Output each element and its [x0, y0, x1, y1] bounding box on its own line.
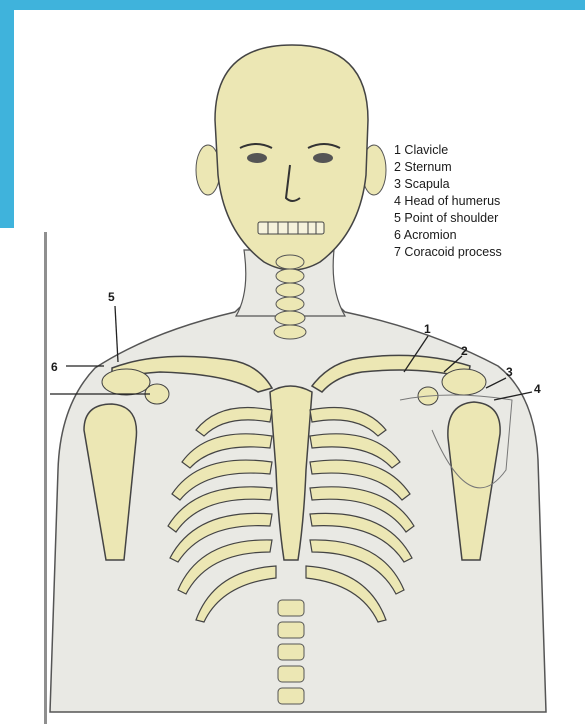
legend-item-coracoid-process: 7 Coracoid process	[394, 244, 502, 261]
head	[215, 45, 368, 270]
legend-item-acromion: 6 Acromion	[394, 227, 502, 244]
callout-4: 4	[534, 382, 541, 396]
teeth	[258, 222, 324, 234]
callout-5: 5	[108, 290, 115, 304]
callout-2: 2	[461, 344, 468, 358]
legend-item-clavicle: 1 Clavicle	[394, 142, 502, 159]
callout-6: 6	[51, 360, 58, 374]
legend-item-scapula: 3 Scapula	[394, 176, 502, 193]
lumbar-spine	[278, 600, 304, 704]
legend-item-sternum: 2 Sternum	[394, 159, 502, 176]
acromion-right	[442, 369, 486, 395]
legend-item-head-of-humerus: 4 Head of humerus	[394, 193, 502, 210]
anatomy-legend: 1 Clavicle 2 Sternum 3 Scapula 4 Head of…	[394, 142, 502, 261]
callout-1: 1	[424, 322, 431, 336]
acromion-left	[102, 369, 150, 395]
callout-3: 3	[506, 365, 513, 379]
legend-item-point-of-shoulder: 5 Point of shoulder	[394, 210, 502, 227]
